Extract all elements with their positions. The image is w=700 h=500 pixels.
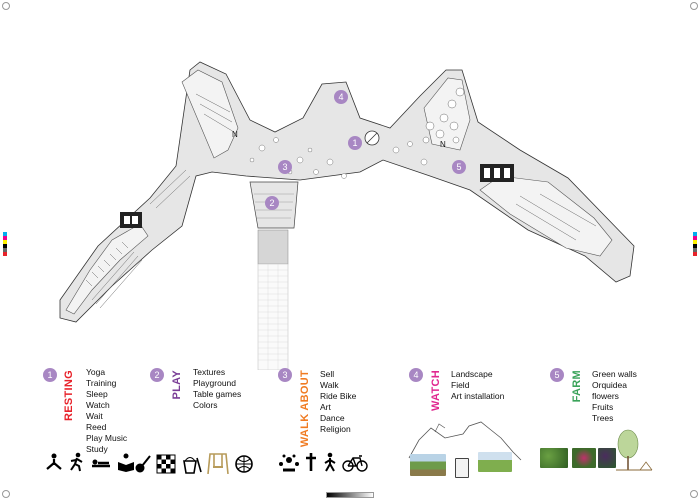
plan-marker: 1: [348, 136, 362, 150]
guitar-icon: [135, 455, 151, 473]
walk-about-icons: [278, 452, 368, 472]
zone-title: PLAY: [171, 370, 183, 400]
cross-icon: [306, 453, 316, 471]
fruit-photo: [598, 448, 616, 468]
floor-plan: [3, 61, 697, 370]
activity-item: Ride Bike: [320, 391, 357, 401]
plan-marker: 3: [278, 160, 292, 174]
activity-item: Green walls: [592, 369, 637, 379]
dance-group-icon: [279, 454, 299, 472]
plan-marker: 5: [452, 160, 466, 174]
field-photo: [478, 452, 512, 472]
zone-activity-list: Sell Walk Ride Bike Art Dance Religion: [320, 369, 356, 435]
runner-icon: [70, 452, 83, 472]
yoga-icon: [46, 453, 62, 470]
activity-item: Dance: [320, 413, 345, 423]
art-installation-photo: [455, 458, 469, 478]
sand-bucket-icon: [183, 457, 202, 474]
zone-title: WATCH: [430, 370, 442, 412]
zone-activity-list: Textures Playground Table games Colors: [193, 367, 241, 411]
play-icons: [134, 452, 254, 474]
north-label: N: [440, 140, 446, 149]
walker-icon: [324, 452, 336, 472]
activity-item: Religion: [320, 424, 351, 434]
gradient-scale: [326, 492, 374, 498]
registration-mark: [2, 2, 10, 10]
registration-mark: [2, 490, 10, 498]
zone-number-badge: 4: [409, 368, 423, 382]
activity-item: Playground: [193, 378, 237, 388]
swing-icon: [207, 453, 229, 474]
zone-number-badge: 3: [278, 368, 292, 382]
activity-item: Trees: [592, 413, 614, 423]
watch-plan-sketch: [408, 421, 522, 461]
reading-icon: [118, 453, 134, 472]
activity-item: Field: [451, 380, 470, 390]
chessboard-icon: [156, 454, 176, 474]
ball-icon: [235, 455, 253, 473]
zone-number-badge: 1: [43, 368, 57, 382]
activity-item: Training: [86, 378, 117, 388]
zone-activity-list: Landscape Field Art installation: [451, 369, 504, 402]
activity-item: Sell: [320, 369, 335, 379]
orchid-photo: [572, 448, 596, 468]
tree-illustration: [616, 429, 653, 471]
activity-item: Watch: [86, 400, 110, 410]
zone-title: WALK ABOUT: [299, 370, 311, 448]
activity-item: Play Music: [86, 433, 128, 443]
activity-item: Art: [320, 402, 331, 412]
activity-item: Reed: [86, 422, 107, 432]
zone-activity-list: Green walls Orquidea flowers Fruits Tree…: [592, 369, 637, 424]
plan-marker: 2: [265, 196, 279, 210]
sleep-icon: [92, 459, 110, 468]
activity-item: Orquidea: [592, 380, 627, 390]
activity-item: Table games: [193, 389, 242, 399]
activity-item: flowers: [592, 391, 619, 401]
activity-item: Landscape: [451, 369, 493, 379]
activity-item: Fruits: [592, 402, 614, 412]
registration-mark: [690, 2, 698, 10]
bicycle-icon: [342, 455, 368, 472]
activity-item: Art installation: [451, 391, 505, 401]
activity-item: Textures: [193, 367, 226, 377]
landscape-photo: [410, 454, 446, 476]
zone-title: RESTING: [63, 370, 75, 421]
activity-item: Yoga: [86, 367, 106, 377]
zone-number-badge: 2: [150, 368, 164, 382]
north-label: N: [232, 130, 238, 139]
zone-title: FARM: [571, 370, 583, 403]
activity-item: Walk: [320, 380, 339, 390]
zone-number-badge: 5: [550, 368, 564, 382]
zone-activity-list: Yoga Training Sleep Watch Wait Reed Play…: [86, 367, 127, 455]
resting-icons: [44, 452, 136, 472]
activity-item: Study: [86, 444, 108, 454]
green-wall-photo: [540, 448, 568, 468]
plan-marker: 4: [334, 90, 348, 104]
activity-item: Wait: [86, 411, 103, 421]
activity-item: Colors: [193, 400, 218, 410]
activity-item: Sleep: [86, 389, 108, 399]
registration-mark: [690, 490, 698, 498]
